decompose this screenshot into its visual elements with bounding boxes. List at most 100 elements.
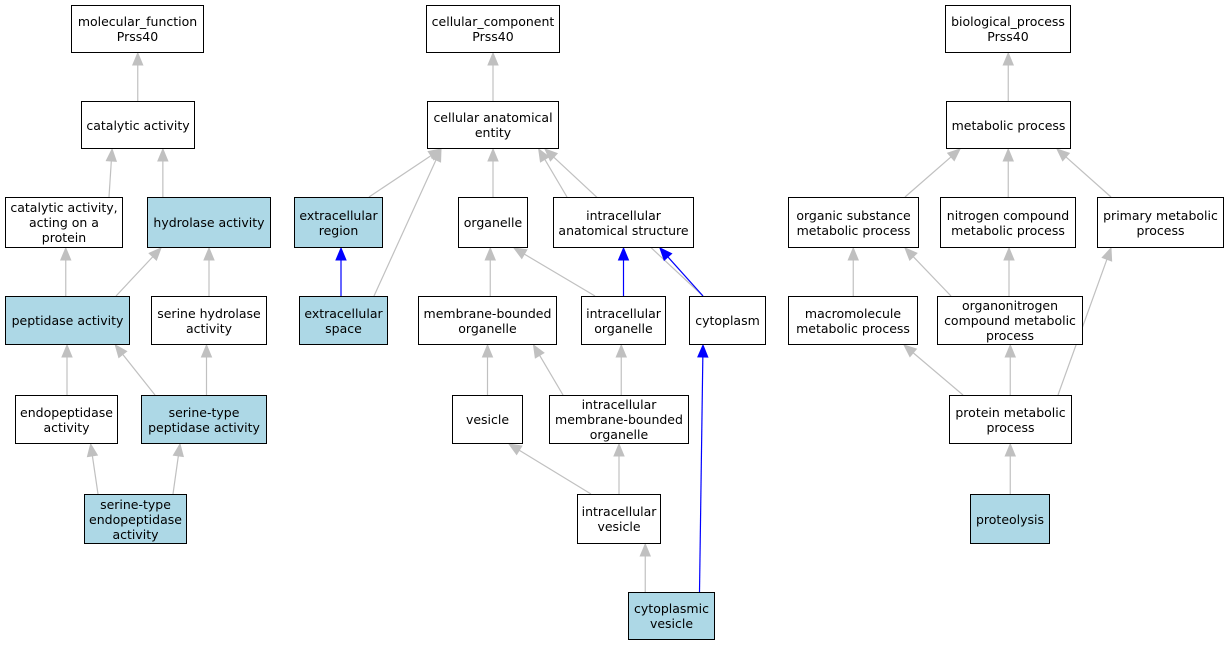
edge-arrowhead <box>613 442 625 457</box>
node-cellular-anatomical-entity[interactable]: cellular anatomical entity <box>427 101 559 149</box>
edge-arrowhead <box>847 246 859 261</box>
edge-arrowhead <box>114 343 128 359</box>
edge-arrowhead <box>1004 343 1016 358</box>
node-molecular-function-root[interactable]: molecular_function Prss40 <box>71 5 204 53</box>
edge-arrowhead <box>148 247 162 262</box>
edge-arrowhead <box>200 343 213 358</box>
node-catalytic-activity[interactable]: catalytic activity <box>81 101 195 149</box>
edge-arrowhead <box>639 542 651 557</box>
node-cytoplasm[interactable]: cytoplasm <box>689 296 766 345</box>
edge-hydrolase_activity-to-catalytic_activity <box>157 147 169 197</box>
edge-intracellular_organelle-to-intracellular_anatomical_structure <box>617 246 630 296</box>
edge-vesicle-to-membrane_bounded_organelle <box>481 343 494 395</box>
edge-arrowhead <box>512 247 528 260</box>
edge-arrowhead <box>132 51 144 66</box>
edge-protein_metabolic_process-to-organonitrogen_compound_metabolic_process <box>1004 343 1016 395</box>
edge-cytoplasm-to-intracellular_anatomical_structure <box>659 247 704 297</box>
node-endopeptidase-activity[interactable]: endopeptidase activity <box>15 395 118 444</box>
edge-catalytic_activity-to-mf_root <box>132 51 144 101</box>
node-protein-metabolic-process[interactable]: protein metabolic process <box>949 395 1072 444</box>
edge-arrowhead <box>484 246 496 261</box>
edge-arrowhead <box>903 344 918 358</box>
edge-arrowhead <box>904 247 918 262</box>
edge-organonitrogen_compound_metabolic_process-to-nitrogen_compound_metabolic_process <box>1003 246 1015 296</box>
edge-arrowhead <box>697 343 709 358</box>
node-proteolysis[interactable]: proteolysis <box>970 494 1050 544</box>
node-intracellular-anatomical-structure[interactable]: intracellular anatomical structure <box>553 197 694 248</box>
edge-protein_metabolic_process-to-macromolecule_metabolic_process <box>903 344 964 396</box>
edge-proteolysis-to-protein_metabolic_process <box>1004 442 1016 494</box>
edge-intracellular_vesicle-to-vesicle <box>507 443 592 495</box>
edge-macromolecule_metabolic_process-to-organic_substance_metabolic_process <box>847 246 859 296</box>
edge-cytoplasmic_vesicle-to-cytoplasm <box>697 343 709 593</box>
node-extracellular-region[interactable]: extracellular region <box>294 197 383 248</box>
edge-peptidase_activity-to-hydrolase_activity <box>115 247 162 297</box>
edge-metabolic_process-to-bp_root <box>1002 51 1014 101</box>
edge-serine_hydrolase_activity-to-hydrolase_activity <box>203 246 215 296</box>
edge-arrowhead <box>532 343 545 359</box>
edge-arrowhead <box>172 442 184 458</box>
node-organic-substance-metabolic-process[interactable]: organic substance metabolic process <box>788 197 919 248</box>
edge-arrowhead <box>1056 148 1071 162</box>
edge-extracellular_space-to-extracellular_region <box>335 246 347 296</box>
edge-intracellular_organelle-to-organelle <box>512 247 596 297</box>
edge-arrowhead <box>105 147 118 162</box>
node-serine-type-endopeptidase-activity[interactable]: serine-type endopeptidase activity <box>84 494 187 544</box>
edge-primary_metabolic_process-to-metabolic_process <box>1056 148 1112 198</box>
node-organonitrogen-compound-metabolic-process[interactable]: organonitrogen compound metabolic proces… <box>937 296 1083 345</box>
node-primary-metabolic-process[interactable]: primary metabolic process <box>1097 197 1224 248</box>
edge-arrowhead <box>1004 442 1016 457</box>
edge-arrowhead <box>538 147 550 163</box>
edge-arrowhead <box>659 247 673 262</box>
edge-arrowhead <box>60 246 72 261</box>
edge-arrowhead <box>1002 51 1014 66</box>
node-intracellular-membrane-bounded-organelle[interactable]: intracellular membrane-bounded organelle <box>549 395 689 444</box>
edge-arrowhead <box>203 246 215 261</box>
edge-arrowhead <box>86 442 99 458</box>
edge-cellular_anatomical_entity-to-cc_root <box>487 51 499 101</box>
node-organelle[interactable]: organelle <box>458 197 528 248</box>
edge-intracellular_mb_organelle-to-membrane_bounded_organelle <box>532 343 564 396</box>
edge-arrowhead <box>946 148 961 162</box>
edge-nitrogen_compound_metabolic_process-to-metabolic_process <box>1002 147 1014 197</box>
edge-arrowhead <box>61 343 73 358</box>
node-intracellular-vesicle[interactable]: intracellular vesicle <box>577 494 661 544</box>
node-macromolecule-metabolic-process[interactable]: macromolecule metabolic process <box>788 296 918 345</box>
edge-membrane_bounded_organelle-to-organelle <box>484 246 496 296</box>
edge-arrowhead <box>481 343 494 358</box>
node-cytoplasmic-vesicle[interactable]: cytoplasmic vesicle <box>628 592 715 640</box>
edge-serine_type_endopeptidase_activity-to-serine_type_peptidase_activity <box>172 442 184 495</box>
node-cellular-component-root[interactable]: cellular_component Prss40 <box>426 5 560 53</box>
edge-intracellular_vesicle-to-intracellular_mb_organelle <box>613 442 625 494</box>
edge-cytoplasmic_vesicle-to-intracellular_vesicle <box>639 542 651 592</box>
node-vesicle[interactable]: vesicle <box>452 395 523 444</box>
node-intracellular-organelle[interactable]: intracellular organelle <box>581 296 666 345</box>
edge-organic_substance_metabolic_process-to-metabolic_process <box>904 148 961 198</box>
node-nitrogen-compound-metabolic-process[interactable]: nitrogen compound metabolic process <box>940 197 1076 248</box>
node-biological-process-root[interactable]: biological_process Prss40 <box>945 5 1071 53</box>
node-membrane-bounded-organelle[interactable]: membrane-bounded organelle <box>418 296 557 345</box>
edge-arrowhead <box>157 147 169 162</box>
edge-intracellular_mb_organelle-to-intracellular_organelle <box>615 343 627 395</box>
edge-arrowhead <box>430 147 442 163</box>
edge-organonitrogen_compound_metabolic_process-to-organic_substance_metabolic_process <box>904 247 952 297</box>
node-catalytic-activity-acting-on-protein[interactable]: catalytic activity, acting on a protein <box>5 197 123 248</box>
node-extracellular-space[interactable]: extracellular space <box>299 296 388 345</box>
node-peptidase-activity[interactable]: peptidase activity <box>5 296 130 345</box>
node-hydrolase-activity[interactable]: hydrolase activity <box>147 197 271 248</box>
edge-endopeptidase_activity-to-peptidase_activity <box>61 343 73 395</box>
edge-serine_type_peptidase_activity-to-serine_hydrolase_activity <box>200 343 213 395</box>
edge-arrowhead <box>507 443 523 456</box>
edge-catalytic_activity_protein-to-catalytic_activity <box>105 147 118 198</box>
edge-arrowhead <box>544 148 559 162</box>
edge-organelle-to-cellular_anatomical_entity <box>487 147 499 197</box>
node-serine-type-peptidase-activity[interactable]: serine-type peptidase activity <box>141 395 267 444</box>
node-serine-hydrolase-activity[interactable]: serine hydrolase activity <box>151 296 267 345</box>
edge-arrowhead <box>335 246 347 261</box>
node-metabolic-process[interactable]: metabolic process <box>946 101 1071 149</box>
edge-arrowhead <box>1101 246 1113 262</box>
edge-serine_type_peptidase_activity-to-peptidase_activity <box>114 343 156 396</box>
edge-arrowhead <box>615 343 627 358</box>
